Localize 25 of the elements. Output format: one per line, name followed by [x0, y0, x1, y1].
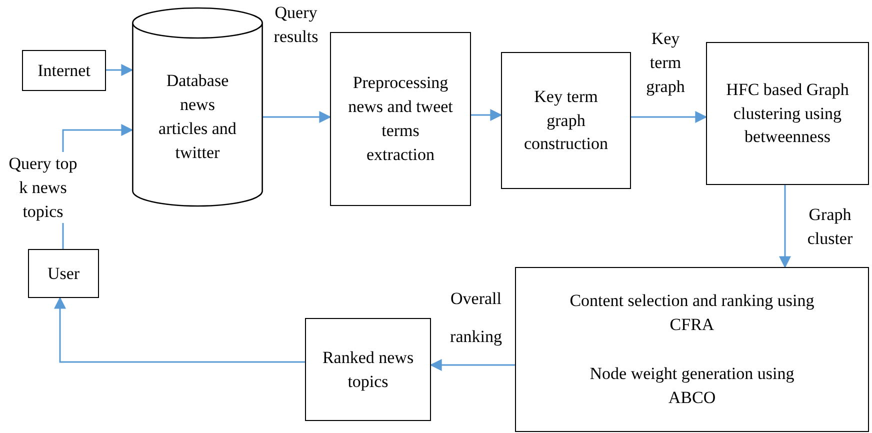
output-box	[305, 318, 431, 421]
arrow	[471, 109, 502, 121]
arrow	[106, 64, 134, 76]
source-box	[22, 50, 106, 91]
node-text: User	[47, 262, 80, 285]
node-text: Ranked news topics	[321, 346, 415, 393]
arrow	[631, 111, 708, 123]
process-box	[330, 32, 471, 206]
arrow	[430, 359, 515, 371]
node-text: Internet	[38, 60, 90, 82]
process-box	[501, 52, 631, 189]
arrow	[54, 296, 305, 363]
node-text: Key term graph construction	[522, 86, 610, 156]
node-text: Content selection and ranking using CFRA	[568, 290, 816, 336]
database-cylinder	[132, 8, 263, 206]
arrow	[779, 185, 791, 268]
user-box	[28, 249, 99, 298]
edge-label: Query top k news topics	[8, 152, 78, 224]
node-text: Database news articles and twitter	[158, 70, 238, 164]
node-text: Node weight generation using ABCO	[588, 363, 796, 410]
process-box	[515, 267, 869, 432]
node-text: HFC based Graph clustering using betweenness	[725, 78, 850, 148]
process-box	[706, 42, 869, 185]
arrow	[263, 111, 332, 123]
node-text: Preprocessing news and tweet terms extraction	[347, 72, 454, 166]
